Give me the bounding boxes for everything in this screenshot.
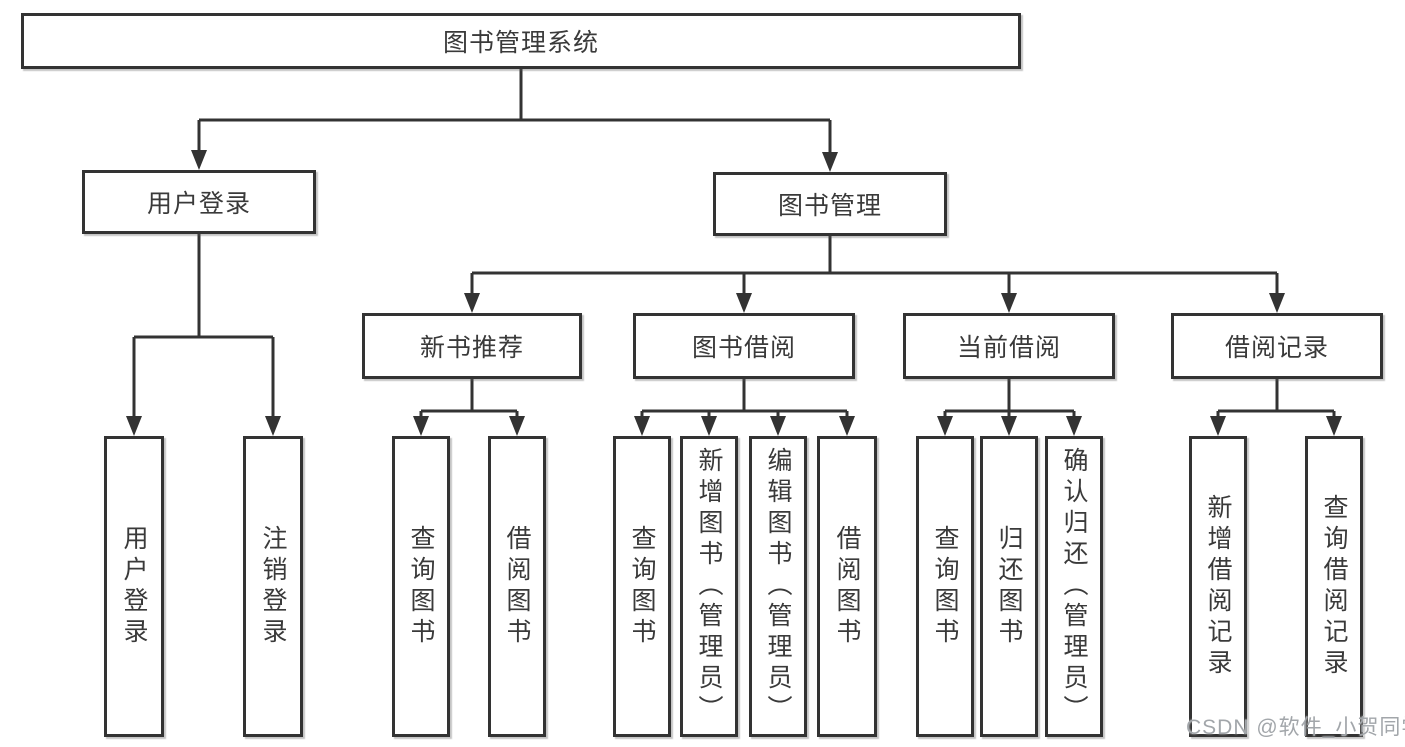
leaf-borrow-books-recommend: 借阅图书 xyxy=(488,436,546,737)
leaf-confirm-return-admin: 确认归还（管理员） xyxy=(1045,436,1103,737)
node-root-system: 图书管理系统 xyxy=(21,13,1021,69)
leaf-borrow-books: 借阅图书 xyxy=(817,436,877,737)
node-borrow-records: 借阅记录 xyxy=(1171,313,1383,379)
leaf-label: 归还图书 xyxy=(995,524,1023,649)
connector-current-borrow-to-leaves xyxy=(937,379,1082,436)
connector-borrow-records-to-leaves xyxy=(1210,379,1342,436)
node-current-borrow: 当前借阅 xyxy=(903,313,1115,379)
leaf-edit-book-admin: 编辑图书（管理员） xyxy=(749,436,807,737)
leaf-label: 新增图书（管理员） xyxy=(695,447,723,726)
connector-root-to-level2 xyxy=(191,68,838,172)
leaf-query-books-borrow: 查询图书 xyxy=(613,436,671,737)
leaf-label: 新增借阅记录 xyxy=(1204,493,1232,680)
connector-book-borrow-to-leaves xyxy=(634,379,855,436)
leaf-add-borrow-record: 新增借阅记录 xyxy=(1189,436,1247,737)
leaf-query-borrow-record: 查询借阅记录 xyxy=(1305,436,1363,737)
leaf-label: 编辑图书（管理员） xyxy=(764,447,792,726)
leaf-label: 借阅图书 xyxy=(503,524,531,649)
leaf-return-book: 归还图书 xyxy=(980,436,1038,737)
node-book-management: 图书管理 xyxy=(713,172,947,236)
connector-book-management-to-level3 xyxy=(464,236,1285,313)
connector-new-book-to-leaves xyxy=(413,379,525,436)
node-book-borrow: 图书借阅 xyxy=(633,313,855,379)
node-user-login: 用户登录 xyxy=(82,170,316,234)
leaf-query-books-current: 查询图书 xyxy=(916,436,974,737)
leaf-logout: 注销登录 xyxy=(243,436,303,737)
leaf-label: 查询图书 xyxy=(628,524,656,649)
leaf-label: 查询图书 xyxy=(931,524,959,649)
csdn-watermark: CSDN @软件_小贺同学 xyxy=(1186,716,1405,739)
connector-user-login-to-leaves xyxy=(126,234,281,436)
leaf-label: 借阅图书 xyxy=(833,524,861,649)
leaf-label: 用户登录 xyxy=(120,524,148,649)
node-new-book-recommend: 新书推荐 xyxy=(362,313,582,379)
leaf-label: 确认归还（管理员） xyxy=(1060,447,1088,726)
leaf-label: 查询借阅记录 xyxy=(1320,493,1348,680)
leaf-user-login: 用户登录 xyxy=(104,436,164,737)
leaf-add-book-admin: 新增图书（管理员） xyxy=(680,436,738,737)
leaf-query-books-recommend: 查询图书 xyxy=(392,436,450,737)
leaf-label: 查询图书 xyxy=(407,524,435,649)
leaf-label: 注销登录 xyxy=(259,524,287,649)
